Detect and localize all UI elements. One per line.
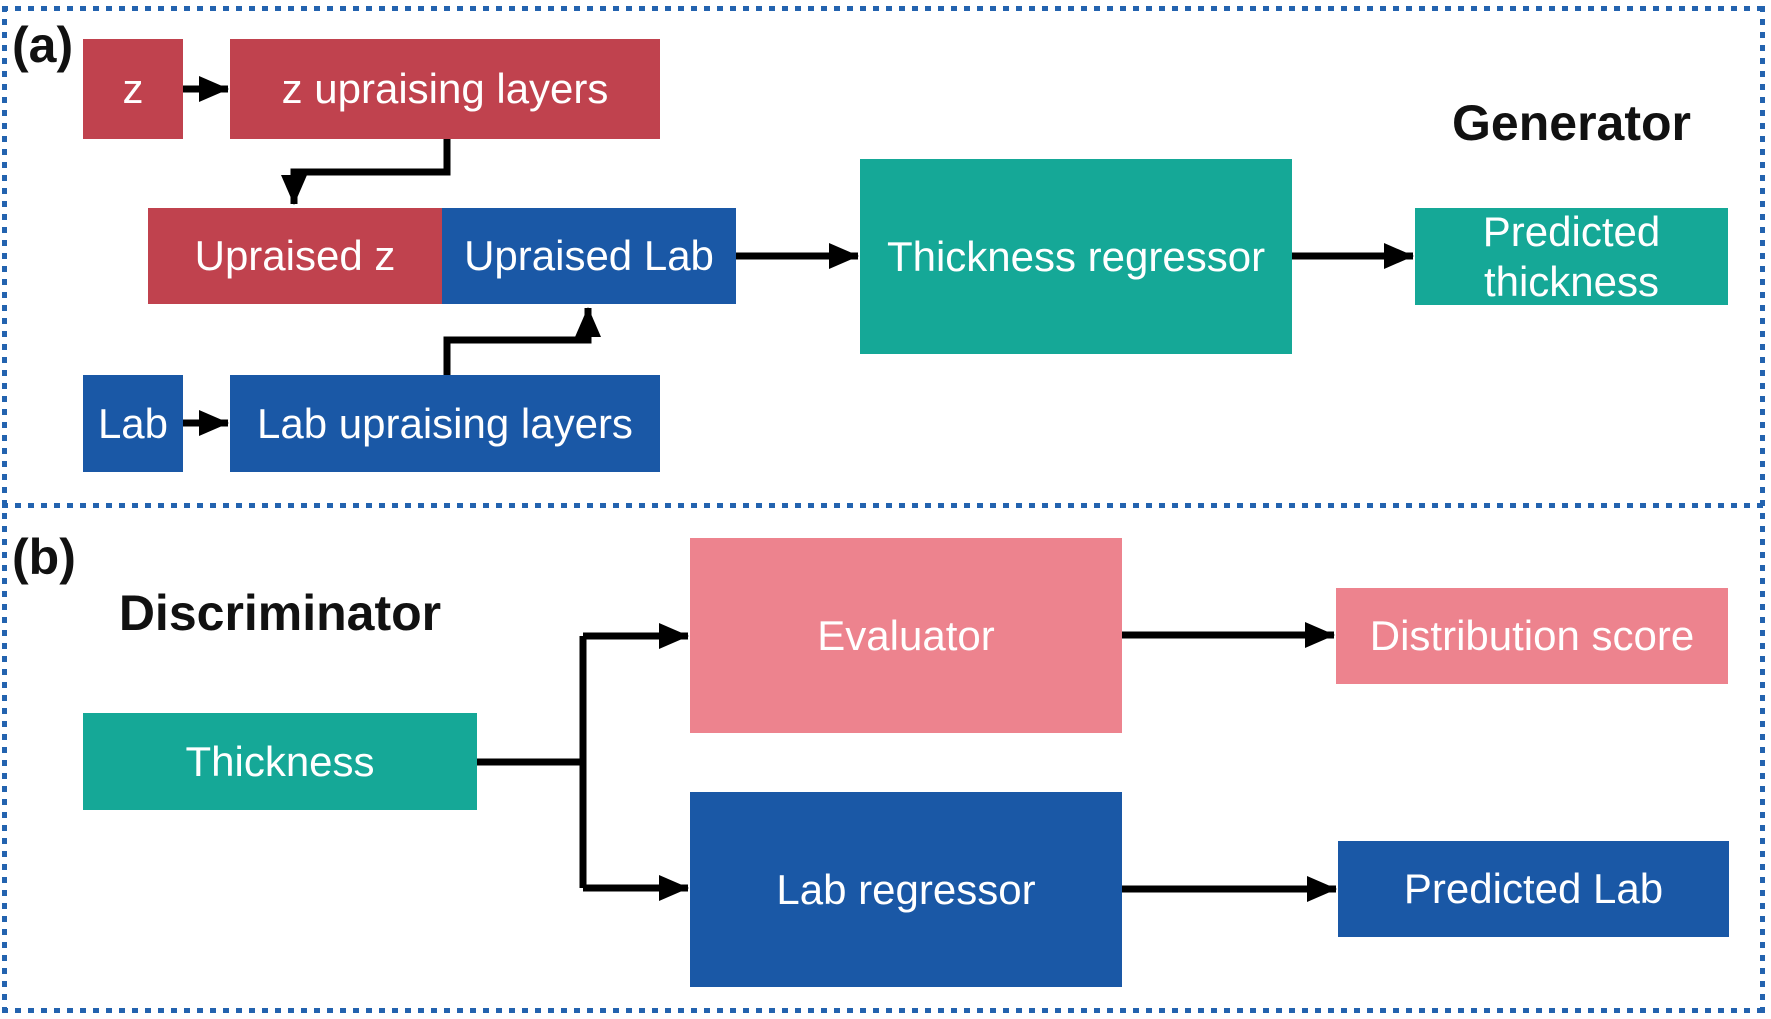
generator-title: Generator [1452, 95, 1691, 151]
frame-border-bottom [2, 1008, 1765, 1013]
node-thickness: Thickness [83, 713, 477, 810]
node-evaluator: Evaluator [690, 538, 1122, 733]
panel-tag-b: (b) [12, 529, 76, 585]
node-distribution-score: Distribution score [1336, 588, 1728, 684]
arrow-upraising-to-upraised-lab [443, 307, 601, 375]
frame-border-left [2, 6, 7, 1013]
frame-border-right [1760, 6, 1765, 1013]
node-lab: Lab [83, 375, 183, 472]
node-lab-regressor: Lab regressor [690, 792, 1122, 987]
node-predicted-thickness: Predicted thickness [1415, 208, 1728, 305]
node-z-upraising-layers: z upraising layers [230, 39, 660, 139]
node-lab-upraising-layers: Lab upraising layers [230, 375, 660, 472]
node-thickness-regressor: Thickness regressor [860, 159, 1292, 354]
node-upraised-z: Upraised z [148, 208, 442, 304]
frame-border-top [2, 6, 1765, 11]
panel-tag-a: (a) [12, 17, 74, 73]
panel-divider [2, 503, 1765, 508]
node-upraised-lab: Upraised Lab [442, 208, 736, 304]
node-predicted-lab: Predicted Lab [1338, 841, 1729, 937]
arrow-upraising-to-upraised-z [281, 139, 451, 205]
node-z: z [83, 39, 183, 139]
discriminator-title: Discriminator [118, 585, 442, 641]
